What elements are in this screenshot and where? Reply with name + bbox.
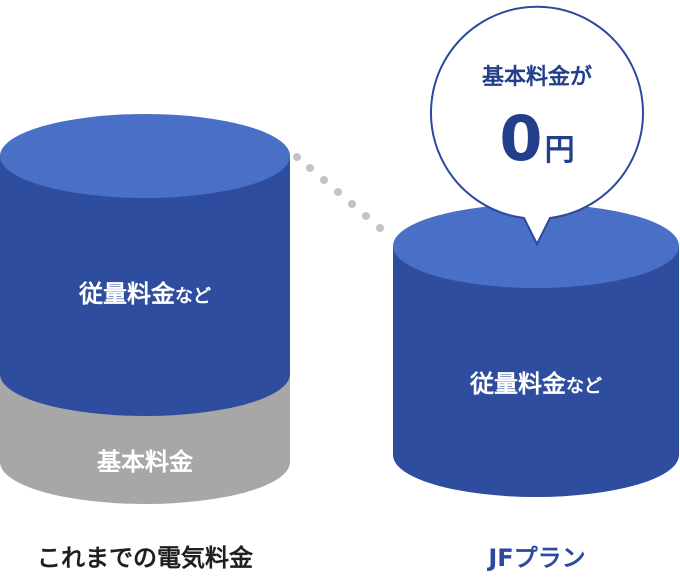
- right-usage-label: 従量料金など: [469, 370, 602, 398]
- left-base-label: 基本料金: [97, 448, 194, 476]
- dotted-connector: [293, 153, 384, 232]
- left-usage-segment: [0, 156, 290, 416]
- callout-outline: [430, 5, 644, 247]
- callout-line1: 基本料金が: [482, 64, 592, 90]
- right-cylinder: 従量料金など: [393, 204, 679, 497]
- left-usage-label: 従量料金など: [78, 280, 211, 308]
- callout-bubble: 基本料金が 0円: [430, 5, 644, 247]
- right-caption: JFプラン: [486, 544, 585, 572]
- left-caption: これまでの電気料金: [37, 544, 254, 572]
- left-cylinder-top: [0, 114, 290, 198]
- callout-value: 0円: [499, 102, 574, 175]
- right-usage-segment: [393, 246, 679, 497]
- left-cylinder: 従量料金など 基本料金: [0, 114, 290, 504]
- right-cylinder-top: [393, 204, 679, 288]
